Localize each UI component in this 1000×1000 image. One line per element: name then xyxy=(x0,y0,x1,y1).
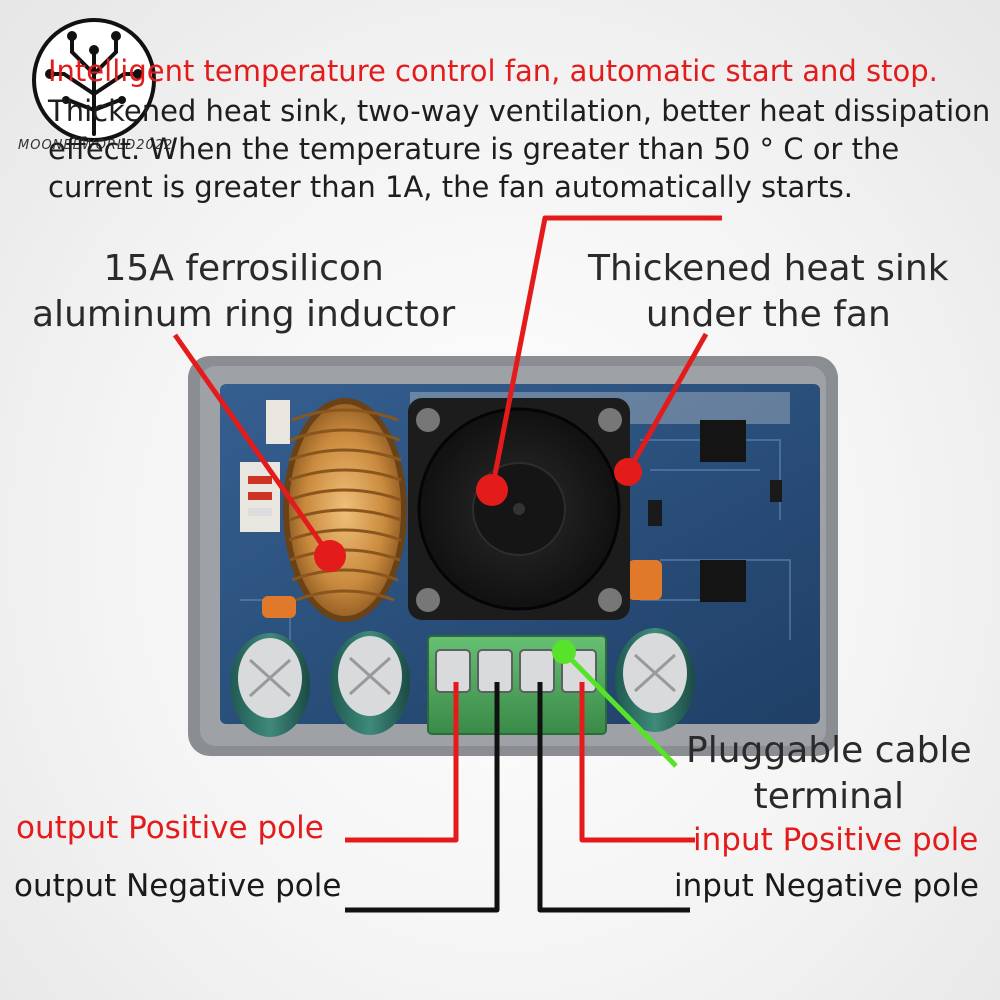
ring-inductor xyxy=(283,398,407,622)
input-positive-label: input Positive pole xyxy=(693,822,979,858)
cooling-fan xyxy=(408,398,630,620)
callout-dot xyxy=(476,474,508,506)
ic-chip xyxy=(700,560,746,602)
inductor-label-line1: 15A ferrosilicon xyxy=(103,248,384,289)
inductor-label-line2: aluminum ring inductor xyxy=(32,294,456,335)
terminal-label-line1: Pluggable cable xyxy=(686,730,972,771)
inductor-callout-label: 15A ferrosilicon aluminum ring inductor xyxy=(32,246,455,338)
electrolytic-capacitor xyxy=(230,633,310,737)
output-negative-label: output Negative pole xyxy=(14,868,342,904)
callout-lines xyxy=(172,215,722,913)
smd-capacitor xyxy=(628,560,662,600)
brand-logo-text: MOONEEWORLD2022 xyxy=(18,138,174,153)
electrolytic-capacitor xyxy=(615,628,695,732)
heat-sink-label-line2: under the fan xyxy=(645,294,891,335)
terminal-callout-label: Pluggable cable terminal xyxy=(686,728,972,820)
callout-dot xyxy=(552,640,576,664)
callout-dot xyxy=(614,458,642,486)
output-positive-label: output Positive pole xyxy=(16,810,324,846)
headline: Intelligent temperature control fan, aut… xyxy=(48,54,938,88)
feature-description: Thickened heat sink, two-way ventilation… xyxy=(48,94,991,204)
brand-logo-icon xyxy=(32,18,156,142)
ic-chip xyxy=(700,420,746,462)
electrolytic-capacitor xyxy=(330,631,410,735)
smd-capacitor xyxy=(262,596,296,618)
terminal-label-line2: terminal xyxy=(753,776,904,817)
heat-sink-callout-label: Thickened heat sink under the fan xyxy=(588,246,949,338)
input-negative-label: input Negative pole xyxy=(674,868,979,904)
heat-sink-label-line1: Thickened heat sink xyxy=(588,248,949,289)
callout-dot xyxy=(314,540,346,572)
